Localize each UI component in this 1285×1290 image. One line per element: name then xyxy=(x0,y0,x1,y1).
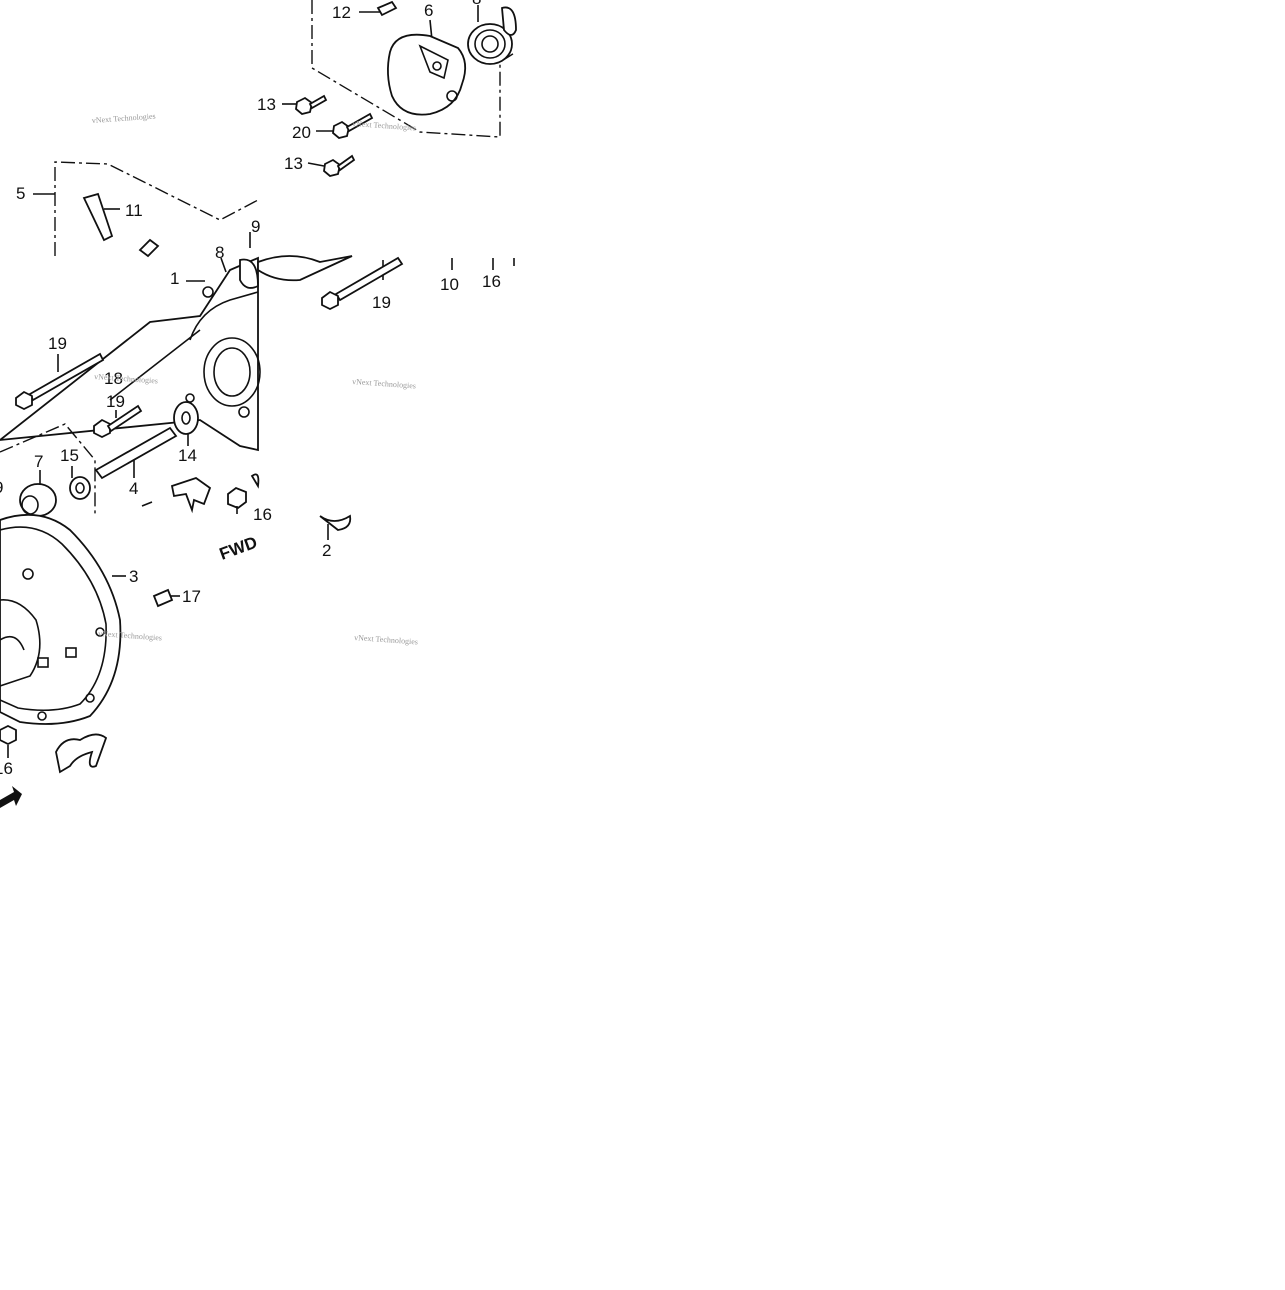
callout-5: 5 xyxy=(16,184,25,203)
plug-part xyxy=(82,192,114,242)
callout-16: 16 xyxy=(482,272,501,291)
watermark: vNext Technologies xyxy=(352,377,416,390)
forward-arrow-icon xyxy=(0,786,22,808)
callout-10: 10 xyxy=(440,275,459,294)
callout-7: 7 xyxy=(34,452,43,471)
callout-9: 9 xyxy=(0,478,3,497)
callout-3: 3 xyxy=(129,567,138,586)
callout-8: 8 xyxy=(215,243,224,262)
watermark: vNext Technologies xyxy=(354,633,418,646)
callout-8: 8 xyxy=(472,0,481,8)
watermark: vNext Technologies xyxy=(98,629,162,642)
bolt-part xyxy=(93,404,143,439)
nut-part xyxy=(227,486,247,510)
callout-2: 2 xyxy=(322,541,331,560)
watermarks: vNext Technologies vNext Technologies vN… xyxy=(92,112,419,647)
callout-16: 16 xyxy=(0,759,13,778)
callout-18: 18 xyxy=(104,369,123,388)
panel-housing-assembly xyxy=(0,161,515,517)
clip-bracket-part xyxy=(170,477,212,514)
callout-20: 20 xyxy=(292,123,311,142)
bracket-part xyxy=(55,733,108,774)
bolt-part xyxy=(323,154,356,177)
bushing-part xyxy=(19,483,57,517)
watermark: vNext Technologies xyxy=(94,372,158,385)
callout-6: 6 xyxy=(424,1,433,20)
washer-part xyxy=(173,401,199,435)
panel-cover-assembly xyxy=(282,0,517,177)
cover-part xyxy=(387,33,467,116)
clamp-part xyxy=(319,514,352,531)
callout-19: 19 xyxy=(106,392,125,411)
watermark: vNext Technologies xyxy=(92,112,156,125)
callout-14: 14 xyxy=(178,446,197,465)
callout-12: 12 xyxy=(332,3,351,22)
panel-side-cover xyxy=(0,513,352,808)
side-cover-part xyxy=(0,513,122,725)
clip-part xyxy=(376,0,398,17)
callout-9: 9 xyxy=(251,217,260,236)
callout-4: 4 xyxy=(129,479,138,498)
callout-19: 19 xyxy=(372,293,391,312)
nut-part xyxy=(0,724,17,746)
stud-part xyxy=(94,426,178,480)
callout-16: 16 xyxy=(253,505,272,524)
long-bolt-part xyxy=(15,352,105,411)
callout-1: 1 xyxy=(170,269,179,288)
callout-13: 13 xyxy=(284,154,303,173)
watermark: vNext Technologies xyxy=(352,119,416,132)
callout-19: 19 xyxy=(48,334,67,353)
long-bolt-part xyxy=(321,256,404,311)
seal-part xyxy=(69,476,91,500)
callout-11: 11 xyxy=(125,201,143,220)
housing-part xyxy=(0,256,259,452)
pin-part xyxy=(152,588,174,608)
callout-15: 15 xyxy=(60,446,79,465)
bolt-part xyxy=(332,112,374,139)
callout-17: 17 xyxy=(182,587,201,606)
forward-label: FWD xyxy=(217,533,260,564)
bolt-part xyxy=(295,94,328,115)
callout-13: 13 xyxy=(257,95,276,114)
